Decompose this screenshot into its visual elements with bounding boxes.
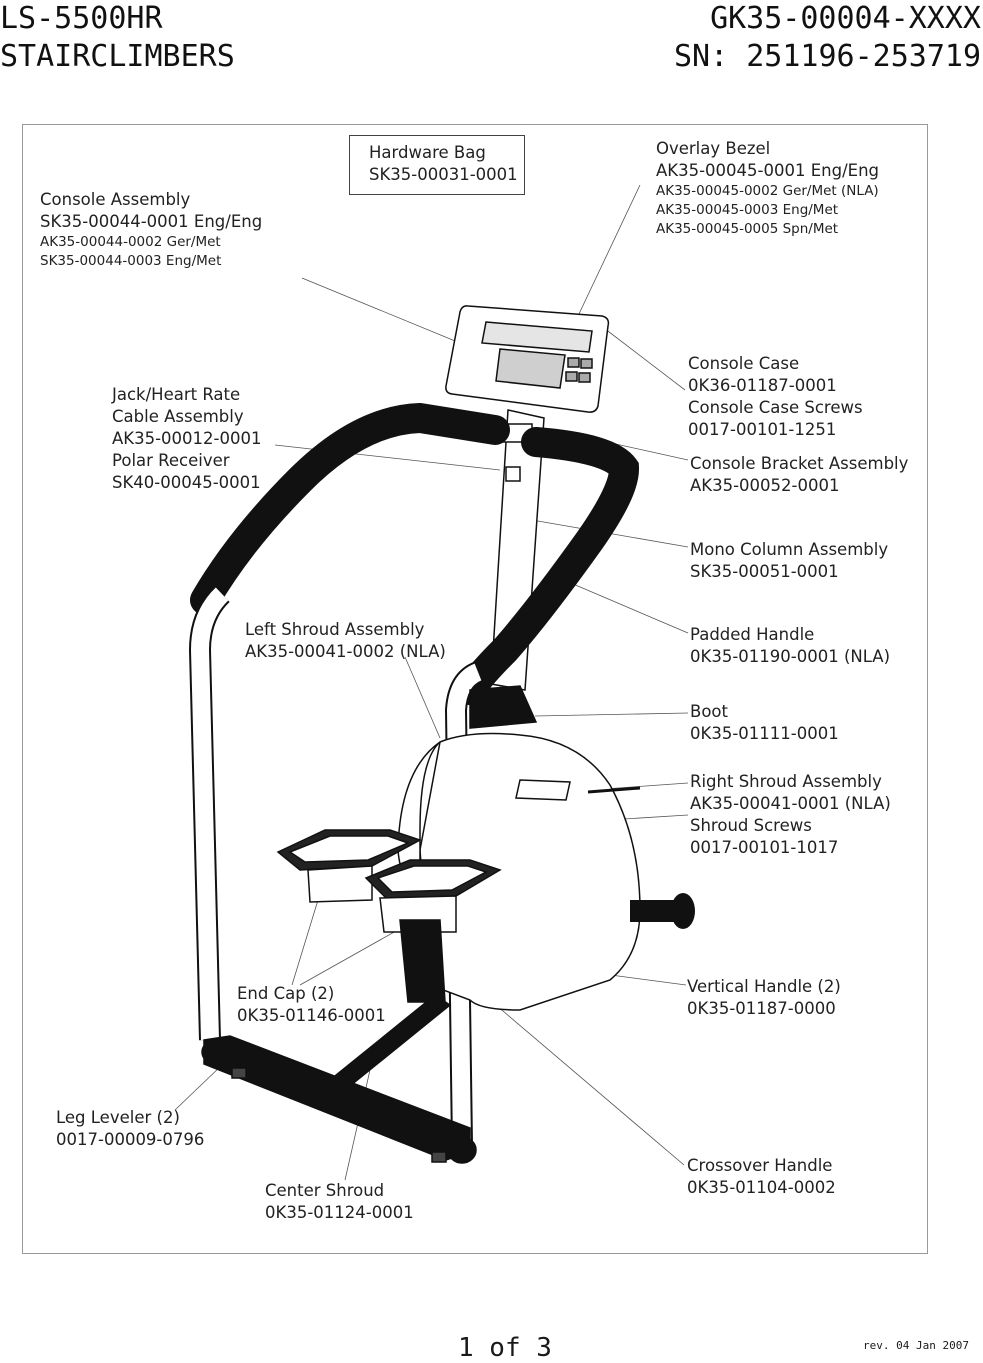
serial-range: SN: 251196-253719 [673, 39, 981, 74]
right-shroud-part: AK35-00041-0001 (NLA) [690, 794, 891, 813]
boot-name: Boot [690, 702, 728, 721]
console-case-screws-part: 0017-00101-1251 [688, 420, 837, 439]
vertical-handle-name: Vertical Handle (2) [687, 977, 841, 996]
shroud-screws-part: 0017-00101-1017 [690, 838, 839, 857]
shroud-screws-name: Shroud Screws [690, 816, 812, 835]
console-assembly-name: Console Assembly [40, 190, 191, 209]
console-assembly-part: SK35-00044-0001 Eng/Eng [40, 212, 263, 231]
vertical-handle-part: 0K35-01187-0000 [687, 999, 836, 1018]
hardware-bag-name: Hardware Bag [369, 143, 486, 162]
hardware-bag-label: Hardware Bag SK35-00031-0001 [369, 142, 524, 186]
padded-handle-name: Padded Handle [690, 625, 815, 644]
rear-axle [630, 893, 695, 929]
crossover-handle-name: Crossover Handle [687, 1156, 833, 1175]
polar-receiver-part: SK40-00045-0001 [112, 473, 261, 492]
crossover-handle-label: Crossover Handle 0K35-01104-0002 [687, 1155, 836, 1199]
console-assembly-label: Console Assembly SK35-00044-0001 Eng/Eng… [40, 189, 262, 271]
diagram-frame [22, 124, 928, 1254]
console-bracket-label: Console Bracket Assembly AK35-00052-0001 [690, 453, 908, 497]
vertical-handle-label: Vertical Handle (2) 0K35-01187-0000 [687, 976, 841, 1020]
right-shroud-label: Right Shroud Assembly AK35-00041-0001 (N… [690, 771, 891, 859]
console-assembly-alt1: AK35-00044-0002 Ger/Met [40, 234, 221, 250]
end-cap-name: End Cap (2) [237, 984, 335, 1003]
boot-part: 0K35-01111-0001 [690, 724, 839, 743]
end-cap-label: End Cap (2) 0K35-01146-0001 [237, 983, 386, 1027]
overlay-bezel-name: Overlay Bezel [656, 139, 771, 158]
padded-handle-part: 0K35-01190-0001 (NLA) [690, 647, 891, 666]
header-right: GK35-00004-XXXX SN: 251196-253719 [674, 0, 981, 76]
header-left: LS-5500HR STAIRCLIMBERS [0, 0, 235, 76]
jack-cable-line1: Jack/Heart Rate [112, 385, 241, 404]
model-title: LS-5500HR [0, 1, 163, 36]
console-assembly [445, 305, 610, 413]
console-case-part: 0K36-01187-0001 [688, 376, 837, 395]
vertical-handles [188, 586, 483, 1146]
jack-cable-part: AK35-00012-0001 [112, 429, 262, 448]
console-bracket-part: AK35-00052-0001 [690, 476, 840, 495]
hardware-bag-part: SK35-00031-0001 [369, 165, 518, 184]
left-shroud-name: Left Shroud Assembly [245, 620, 425, 639]
part-number: GK35-00004-XXXX [710, 1, 981, 36]
console-assembly-alt2: SK35-00044-0003 Eng/Met [40, 253, 222, 269]
center-shroud-label: Center Shroud 0K35-01124-0001 [265, 1180, 414, 1224]
overlay-bezel-label: Overlay Bezel AK35-00045-0001 Eng/Eng AK… [656, 138, 879, 239]
console-case-label: Console Case 0K36-01187-0001 Console Cas… [688, 353, 863, 441]
mono-column-label: Mono Column Assembly SK35-00051-0001 [690, 539, 888, 583]
center-shroud-part: 0K35-01124-0001 [265, 1203, 414, 1222]
pedals [276, 829, 502, 1003]
jack-cable-line2: Cable Assembly [112, 407, 244, 426]
console-bracket-name: Console Bracket Assembly [690, 454, 909, 473]
mono-column-name: Mono Column Assembly [690, 540, 889, 559]
padded-handle-label: Padded Handle 0K35-01190-0001 (NLA) [690, 624, 890, 668]
jack-cable-label: Jack/Heart Rate Cable Assembly AK35-0001… [112, 384, 262, 494]
overlay-bezel-alt2: AK35-00045-0003 Eng/Met [656, 202, 839, 218]
mono-column-part: SK35-00051-0001 [690, 562, 839, 581]
left-shroud-label: Left Shroud Assembly AK35-00041-0002 (NL… [245, 619, 446, 663]
overlay-bezel-alt3: AK35-00045-0005 Spn/Met [656, 221, 839, 237]
overlay-bezel-part: AK35-00045-0001 Eng/Eng [656, 161, 880, 180]
center-shroud-name: Center Shroud [265, 1181, 385, 1200]
leg-leveler-name: Leg Leveler (2) [56, 1108, 180, 1127]
leg-leveler-part: 0017-00009-0796 [56, 1130, 205, 1149]
overlay-bezel-alt1: AK35-00045-0002 Ger/Met (NLA) [656, 183, 879, 199]
end-cap-part: 0K35-01146-0001 [237, 1006, 386, 1025]
polar-receiver-name: Polar Receiver [112, 451, 230, 470]
right-shroud-name: Right Shroud Assembly [690, 772, 882, 791]
padded-handle [190, 402, 639, 705]
boot-label: Boot 0K35-01111-0001 [690, 701, 839, 745]
left-shroud-part: AK35-00041-0002 (NLA) [245, 642, 446, 661]
body-shroud [397, 685, 641, 1011]
product-title: STAIRCLIMBERS [0, 39, 235, 74]
revision-date: rev. 04 Jan 2007 [863, 1339, 969, 1352]
console-case-name: Console Case [688, 354, 800, 373]
crossover-handle-part: 0K35-01104-0002 [687, 1178, 836, 1197]
console-case-screws-name: Console Case Screws [688, 398, 863, 417]
leg-leveler-label: Leg Leveler (2) 0017-00009-0796 [56, 1107, 204, 1151]
hardware-bag-box: Hardware Bag SK35-00031-0001 [349, 135, 525, 195]
page-number: 1 of 3 [458, 1333, 552, 1363]
base-frame [201, 994, 477, 1164]
